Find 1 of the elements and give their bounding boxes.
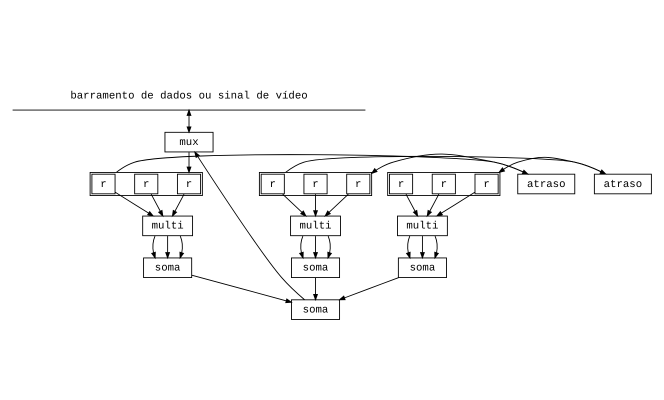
node-text: barramento de dados ou sinal de vídeo — [70, 90, 308, 102]
